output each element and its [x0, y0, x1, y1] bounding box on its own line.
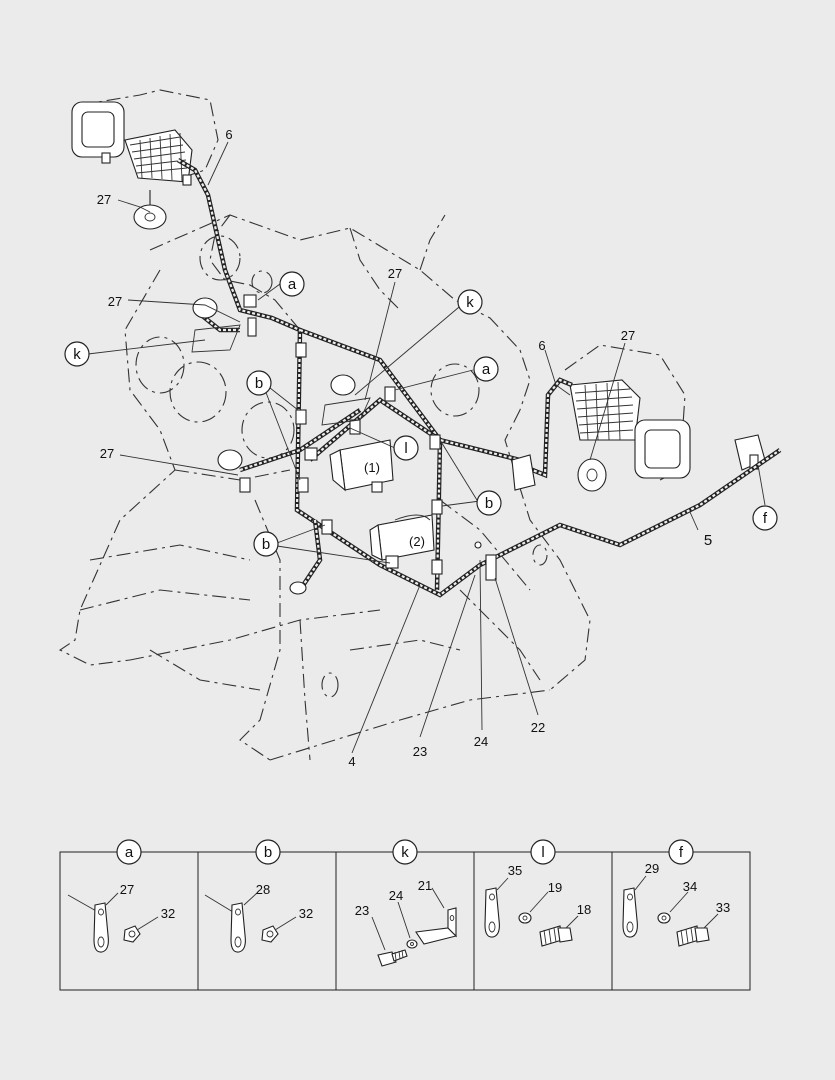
callout-6-top: 6 — [225, 127, 232, 142]
headlamp-right — [564, 344, 691, 492]
panel-l-part-18: 18 — [577, 902, 591, 917]
panel-l-part-35: 35 — [508, 863, 522, 878]
circle-a-right: a — [473, 356, 499, 382]
callout-22: 22 — [531, 720, 545, 735]
detail-panel-k: k 23 24 21 — [355, 839, 458, 967]
callout-23: 23 — [413, 744, 427, 759]
panel-f-part-34: 34 — [683, 879, 697, 894]
callout-4: 4 — [348, 754, 355, 769]
svg-text:l: l — [404, 440, 407, 457]
panel-k-part-24: 24 — [389, 888, 403, 903]
headlamp-left — [71, 89, 219, 230]
callout-5: 5 — [704, 532, 712, 549]
callout-6-right: 6 — [538, 338, 545, 353]
panel-k-part-23: 23 — [355, 903, 369, 918]
panel-a-part-27: 27 — [120, 882, 134, 897]
circle-l: l — [393, 435, 419, 461]
panel-f-part-33: 33 — [716, 900, 730, 915]
panel-l-part-19: 19 — [548, 880, 562, 895]
callout-27-center: 27 — [388, 266, 402, 281]
module-1-label: (1) — [364, 460, 380, 475]
callout-27-lower: 27 — [100, 446, 114, 461]
detail-panel-b: b 28 32 — [204, 839, 313, 953]
module-2-label: (2) — [409, 534, 425, 549]
svg-text:f: f — [763, 510, 768, 527]
svg-text:b: b — [255, 375, 263, 392]
svg-text:k: k — [466, 294, 474, 311]
callout-27-lamp: 27 — [97, 192, 111, 207]
circle-a-upper: a — [279, 271, 305, 297]
callout-27-left: 27 — [108, 294, 122, 309]
panel-k-part-21: 21 — [418, 878, 432, 893]
detail-panel-l: l 35 19 18 — [484, 839, 591, 947]
circle-k-left: k — [64, 341, 90, 367]
panel-a-part-32: 32 — [161, 906, 175, 921]
harness-clips — [191, 294, 536, 595]
svg-text:k: k — [401, 844, 409, 861]
svg-text:a: a — [482, 361, 491, 378]
svg-text:b: b — [485, 495, 493, 512]
circle-k-right: k — [457, 289, 483, 315]
panel-f-part-29: 29 — [645, 861, 659, 876]
panel-b-part-28: 28 — [256, 882, 270, 897]
wiring-harness — [176, 158, 782, 598]
svg-text:a: a — [125, 844, 134, 861]
svg-text:f: f — [679, 844, 684, 861]
circle-b-right: b — [476, 490, 502, 516]
detail-panels: a 27 32 b 28 32 — [59, 839, 751, 991]
svg-text:a: a — [288, 276, 297, 293]
circle-b-upper: b — [246, 370, 272, 396]
svg-text:k: k — [73, 346, 81, 363]
panel-b-part-32: 32 — [299, 906, 313, 921]
modules — [329, 439, 435, 561]
detail-panel-f: f 29 34 33 — [622, 839, 730, 947]
svg-text:b: b — [262, 536, 270, 553]
chassis-frame — [58, 214, 591, 761]
svg-text:b: b — [264, 844, 272, 861]
letter-callouts: a a k k b b b l — [64, 271, 778, 557]
leader-lines — [87, 141, 766, 754]
circle-f: f — [752, 505, 778, 531]
callout-27-right: 27 — [621, 328, 635, 343]
circle-b-lower: b — [253, 531, 279, 557]
part-callouts: 6 27 27 27 27 27 6 5 4 23 24 22 (1) (2) — [97, 127, 712, 769]
callout-24: 24 — [474, 734, 488, 749]
detail-panel-a: a 27 32 — [67, 839, 175, 953]
svg-text:l: l — [541, 844, 544, 861]
